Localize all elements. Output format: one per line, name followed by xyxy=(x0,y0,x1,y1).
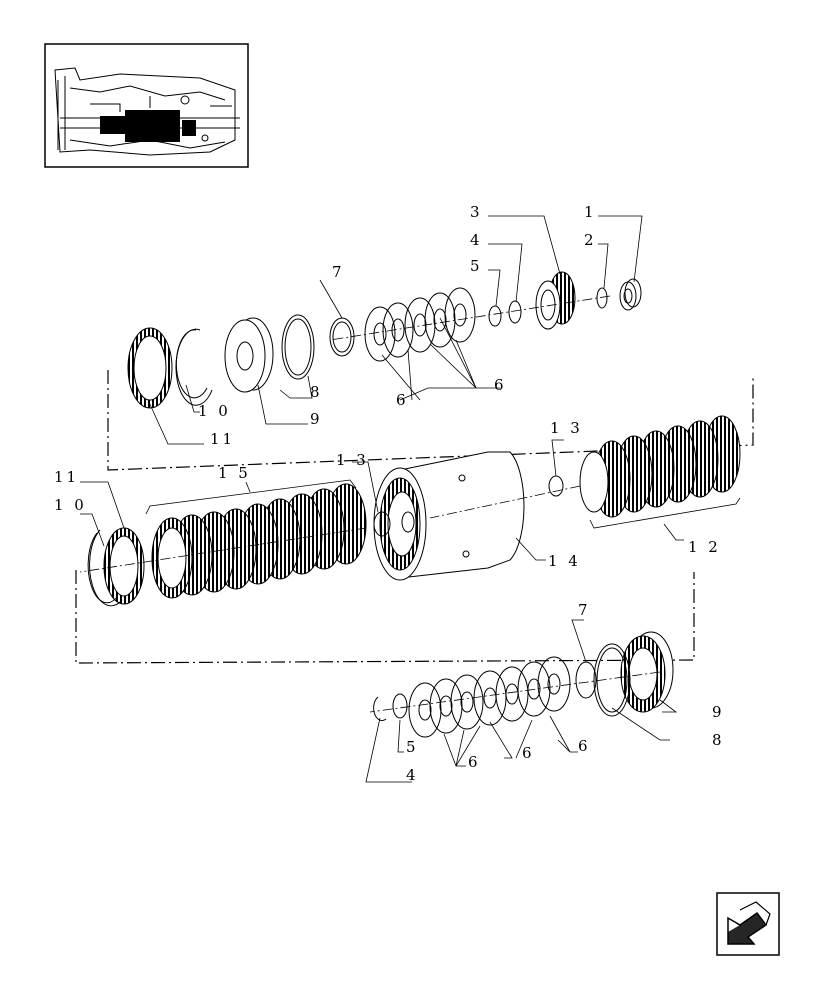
callout-7-top: 7 xyxy=(332,263,345,281)
callout-11-top: 11 xyxy=(210,430,235,448)
callout-9-bottom: 9 xyxy=(712,703,725,721)
callout-13-mid: 1 3 xyxy=(336,451,369,469)
locator-thumbnail xyxy=(44,43,249,168)
callout-6-top-b: 6 xyxy=(494,376,507,394)
callout-14: 1 4 xyxy=(548,552,581,570)
bottom-assembly xyxy=(373,631,674,738)
callout-4-top: 4 xyxy=(470,231,483,249)
callout-labels: 1 2 3 4 5 7 6 6 8 9 1 0 11 1 3 1 2 1 3 1… xyxy=(54,203,725,784)
callout-12: 1 2 xyxy=(688,538,721,556)
callout-8-bottom: 8 xyxy=(712,731,725,749)
callout-1: 1 xyxy=(584,203,597,221)
callout-6-bottom-c: 6 xyxy=(578,737,591,755)
callout-4-bottom: 4 xyxy=(406,766,419,784)
leader-lines xyxy=(80,215,741,783)
callout-15: 1 5 xyxy=(218,464,251,482)
callout-13-right: 1 3 xyxy=(550,419,583,437)
top-assembly xyxy=(127,271,642,409)
callout-8-top: 8 xyxy=(310,383,323,401)
callout-7-bottom: 7 xyxy=(578,601,591,619)
callout-9-top: 9 xyxy=(310,410,323,428)
callout-10-top: 1 0 xyxy=(198,402,231,420)
previous-page-arrow-icon[interactable] xyxy=(716,892,780,956)
callout-5-top: 5 xyxy=(470,257,483,275)
upper-group-frame xyxy=(107,370,754,471)
callout-10-left: 1 0 xyxy=(54,496,87,514)
callout-6-bottom-a: 6 xyxy=(468,753,481,771)
lower-group-frame xyxy=(75,570,695,664)
callout-3: 3 xyxy=(470,203,483,221)
callout-2: 2 xyxy=(584,231,597,249)
callout-11-left: 11 xyxy=(54,468,79,486)
callout-5-bottom: 5 xyxy=(406,738,419,756)
callout-6-bottom-b: 6 xyxy=(522,744,535,762)
callout-6-top-a: 6 xyxy=(396,391,409,409)
middle-assembly xyxy=(87,415,741,607)
